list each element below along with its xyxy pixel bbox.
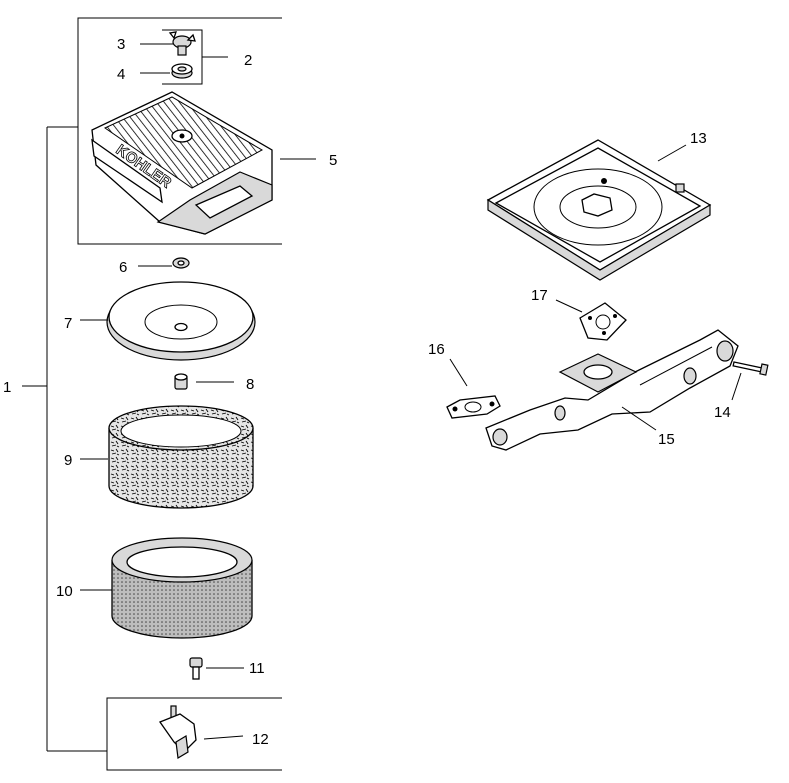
callout-5: 5 <box>329 152 337 169</box>
elbow-bolt-part <box>732 361 769 376</box>
washer-part <box>171 63 193 79</box>
callout-1: 1 <box>3 379 11 396</box>
callout-numbers: 1 2 3 4 5 6 7 8 9 10 11 12 13 14 15 16 1… <box>3 36 731 748</box>
callout-16: 16 <box>428 341 445 358</box>
mounting-bracket-part <box>158 705 197 759</box>
callout-7: 7 <box>64 315 72 332</box>
wing-nut-small-part <box>174 373 188 390</box>
wing-nut-part <box>168 31 196 56</box>
base-gasket-part <box>579 302 627 341</box>
intake-elbow-part <box>485 329 739 451</box>
cap-group-box <box>162 29 228 85</box>
air-cleaner-base-part <box>486 139 712 281</box>
callout-3: 3 <box>117 36 125 53</box>
callout-11: 11 <box>249 660 265 677</box>
air-cleaner-cover-part: KOHLER <box>91 91 273 235</box>
stud-part <box>189 657 203 680</box>
callout-10: 10 <box>56 583 73 600</box>
callout-9: 9 <box>64 452 72 469</box>
callout-4: 4 <box>117 66 125 83</box>
retainer-clip-part <box>172 257 190 269</box>
elbow-gasket-part <box>446 395 501 419</box>
leader-lines <box>80 43 742 740</box>
callout-14: 14 <box>714 404 731 421</box>
callout-13: 13 <box>690 130 707 147</box>
callout-12: 12 <box>252 731 269 748</box>
callout-17: 17 <box>531 287 548 304</box>
assembly-bracket <box>22 126 107 752</box>
callout-15: 15 <box>658 431 675 448</box>
air-filter-element-part <box>111 537 253 639</box>
element-cover-part <box>106 281 256 361</box>
callout-2: 2 <box>244 52 252 69</box>
precleaner-part <box>108 405 254 509</box>
cover-group-box <box>77 17 282 245</box>
bracket-group-box <box>106 697 282 771</box>
callout-8: 8 <box>246 376 254 393</box>
callout-6: 6 <box>119 259 127 276</box>
